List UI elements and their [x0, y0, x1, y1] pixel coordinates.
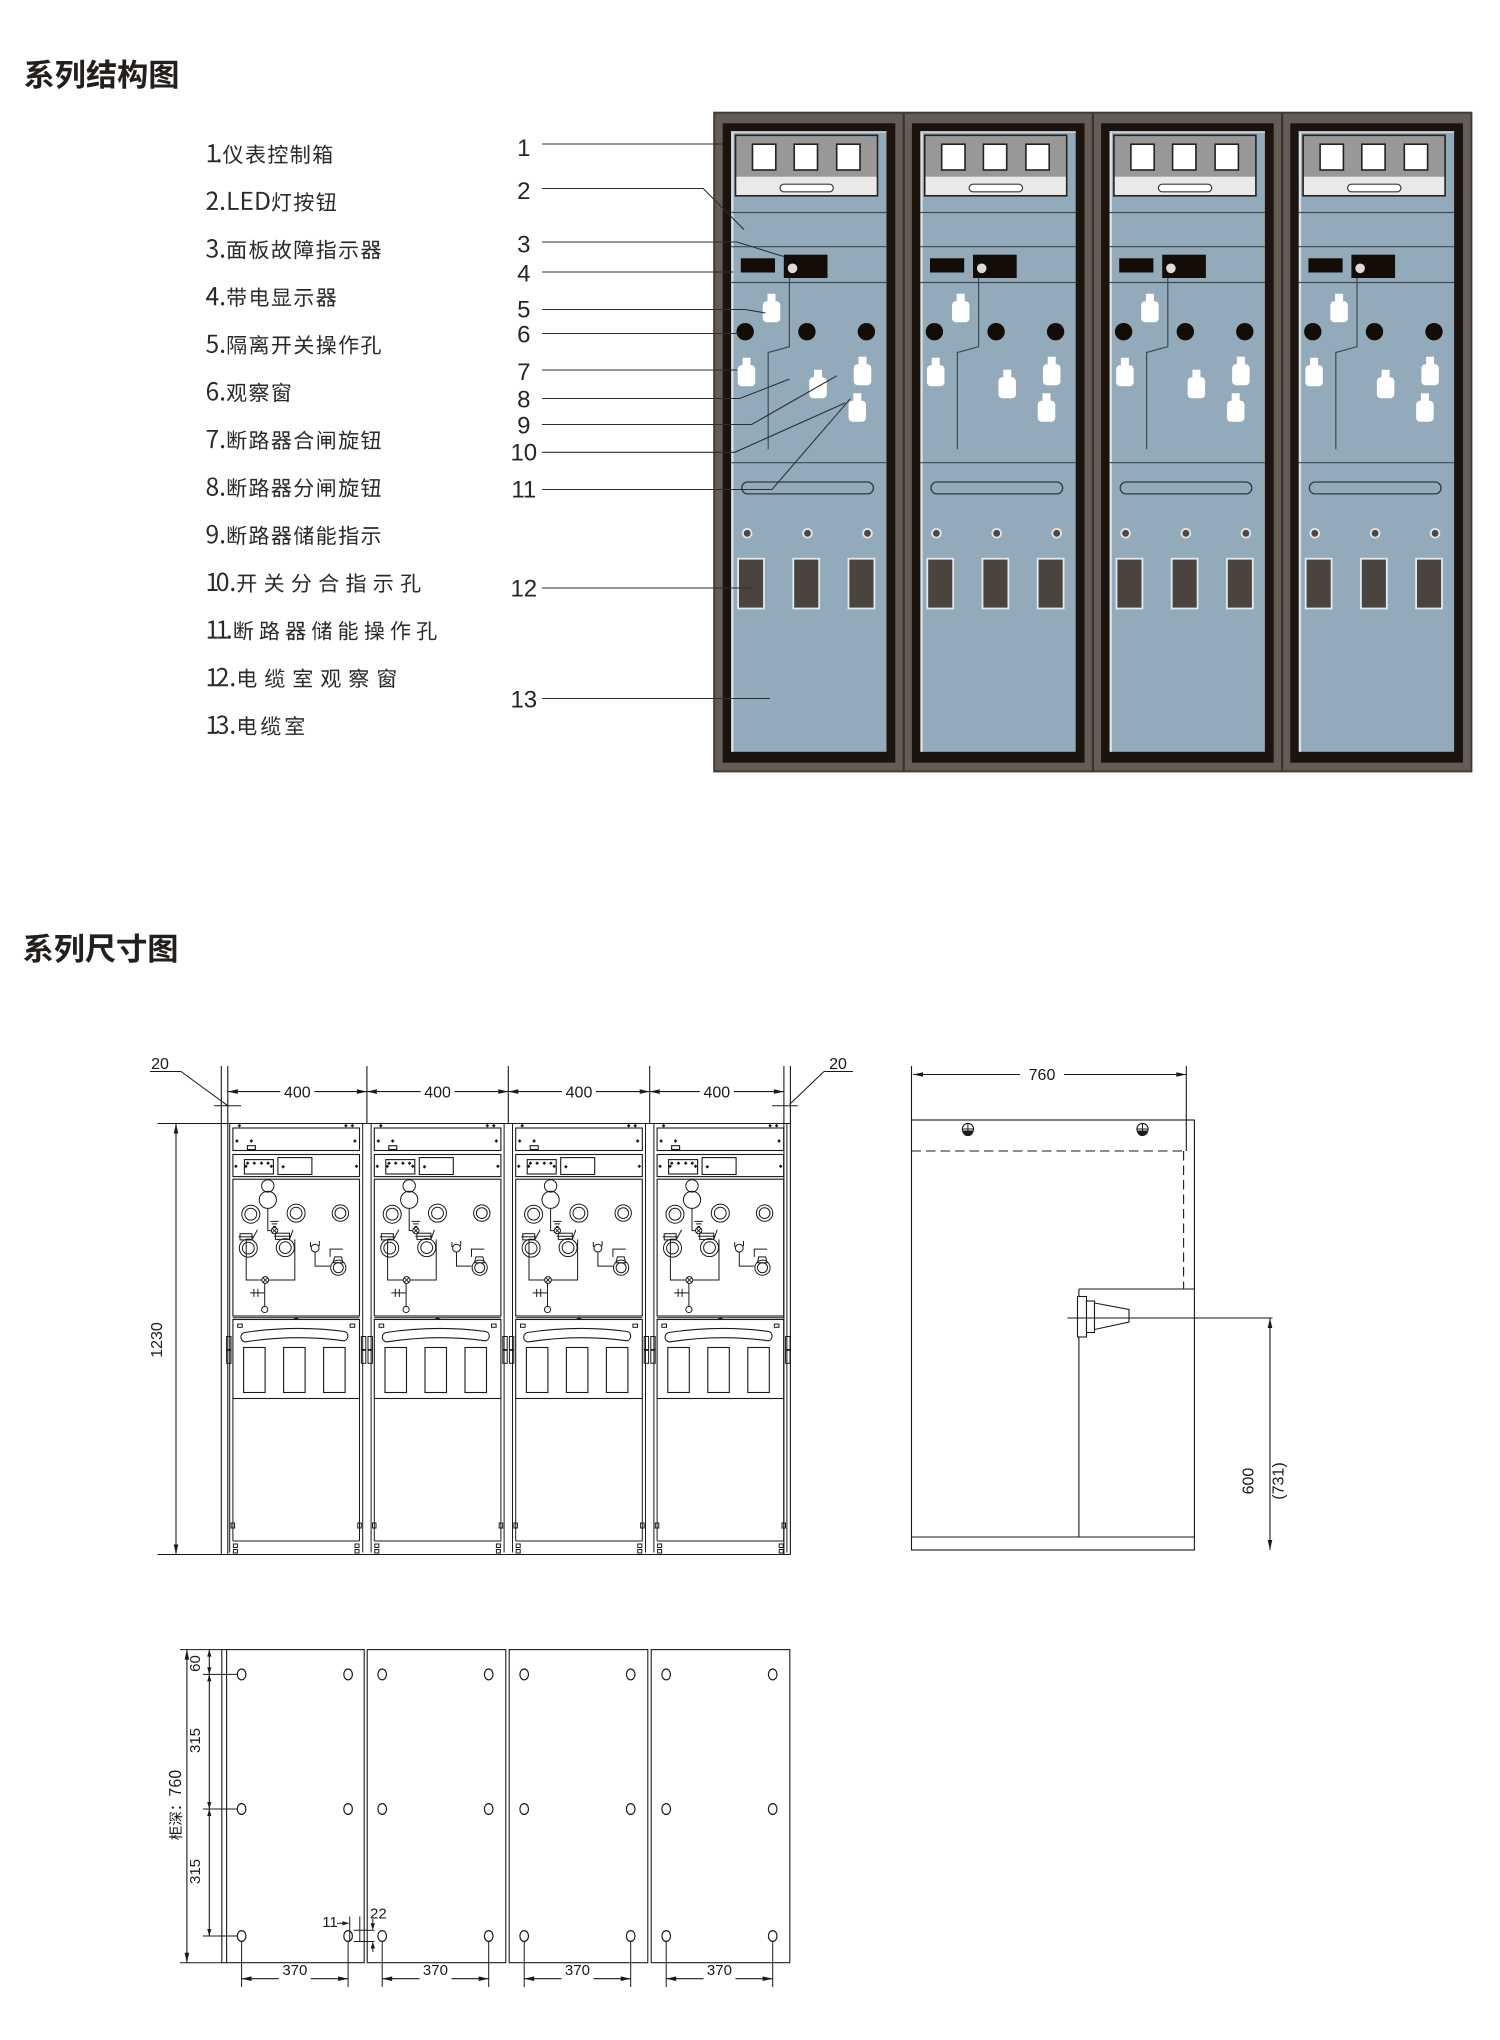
svg-text:60: 60 [187, 1655, 204, 1672]
svg-text:12: 12 [510, 576, 537, 603]
svg-text:7: 7 [517, 359, 530, 386]
svg-text:400: 400 [284, 1085, 311, 1102]
svg-text:11: 11 [322, 1914, 338, 1931]
svg-text:6: 6 [517, 322, 530, 349]
svg-text:370: 370 [707, 1962, 732, 1979]
svg-text:20: 20 [151, 1056, 169, 1073]
svg-text:760: 760 [1029, 1067, 1056, 1084]
svg-text:9: 9 [517, 413, 530, 440]
svg-text:22: 22 [370, 1906, 387, 1923]
svg-text:400: 400 [566, 1085, 593, 1102]
svg-text:8: 8 [517, 387, 530, 414]
svg-text:13: 13 [510, 687, 537, 714]
svg-text:2: 2 [517, 178, 530, 205]
svg-text:370: 370 [282, 1962, 307, 1979]
svg-text:370: 370 [423, 1962, 448, 1979]
svg-text:4: 4 [517, 261, 530, 288]
svg-text:(731): (731) [1271, 1462, 1288, 1499]
svg-text:5: 5 [517, 297, 530, 324]
svg-text:400: 400 [703, 1085, 730, 1102]
svg-text:315: 315 [187, 1859, 204, 1884]
svg-text:1230: 1230 [149, 1322, 166, 1358]
svg-text:20: 20 [829, 1056, 847, 1073]
svg-text:3: 3 [517, 232, 530, 259]
svg-text:370: 370 [565, 1962, 590, 1979]
svg-text:600: 600 [1241, 1468, 1258, 1495]
svg-text:315: 315 [187, 1728, 204, 1753]
svg-text:10: 10 [510, 440, 537, 467]
svg-text:400: 400 [424, 1085, 451, 1102]
svg-text:1: 1 [517, 135, 530, 162]
svg-text:11: 11 [511, 477, 536, 504]
